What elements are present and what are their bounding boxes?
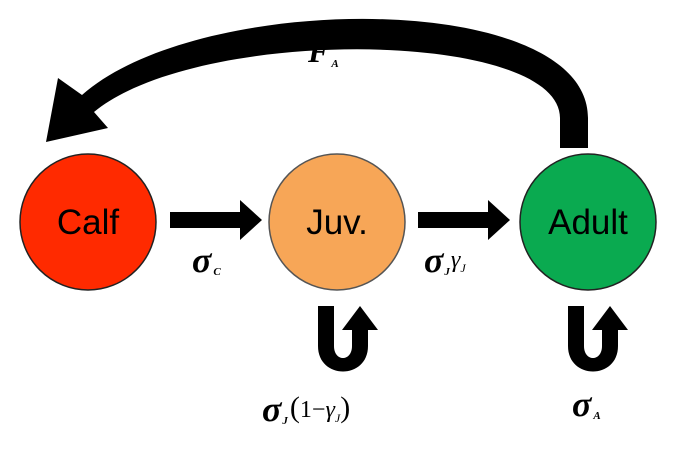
- juv-self-loop-label: σJ(1−γJ): [262, 389, 350, 429]
- juv-label: Juv.: [306, 203, 368, 242]
- calf-circle: [19, 153, 157, 291]
- juv-self-loop-arrow: [318, 306, 378, 372]
- adult-label: Adult: [548, 203, 628, 242]
- calf-to-juv-arrow: [170, 200, 262, 240]
- juv-to-adult-label: σJγJ: [424, 240, 466, 280]
- juv-circle: [268, 153, 406, 291]
- adult-self-loop-arrow: [568, 306, 628, 372]
- juv-to-adult-arrow: [418, 200, 510, 240]
- calf-label: Calf: [57, 203, 120, 242]
- adult-node: Adult: [519, 153, 657, 291]
- adult-circle: [519, 153, 657, 291]
- juv-node: Juv.: [268, 153, 406, 291]
- fecundity-arrow: [46, 18, 588, 148]
- calf-node: Calf: [19, 153, 157, 291]
